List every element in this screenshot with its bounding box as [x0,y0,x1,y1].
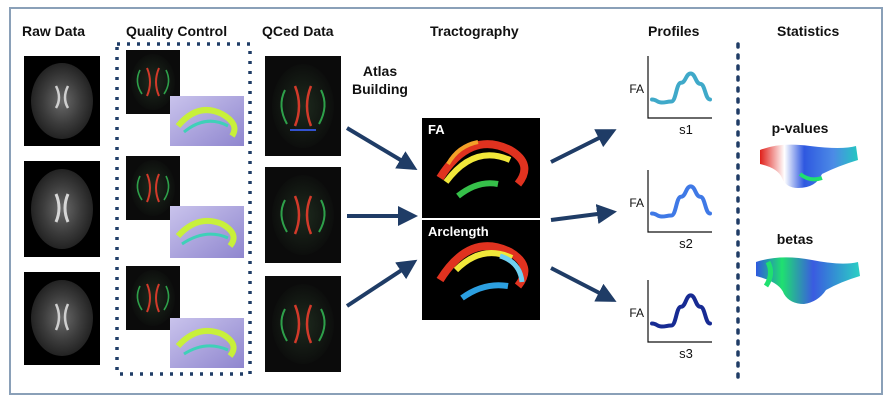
header-statistics: Statistics [777,23,839,39]
stats-tract-pvalues [760,144,858,188]
header-quality-control: Quality Control [126,23,227,39]
profile-y-label: FA [629,306,644,320]
raw-brain-1 [24,56,100,146]
tracto-label-arclength: Arclength [428,224,489,239]
profile-x-label: s1 [679,122,693,137]
atlas-label-line1: Atlas [363,63,397,79]
profile-y-label: FA [629,196,644,210]
tracto-panel-arclength [422,220,540,320]
arrow-out-2 [550,204,617,224]
profile-x-label: s3 [679,346,693,361]
outer-frame [9,7,883,395]
arrow-out-3 [550,266,617,302]
qc-tract-3 [170,318,244,368]
profile-curve [650,293,712,329]
qc-tract-1 [170,96,244,146]
stats-label-pvalues: p-values [772,120,829,136]
qc-dotted-box [115,42,252,376]
stats-tract-betas [756,257,860,304]
header-profiles: Profiles [648,23,700,39]
qced-brain-3 [265,276,341,372]
qc-brain-2 [126,156,180,220]
qced-brain-2 [265,167,341,263]
qced-brain-1 [265,56,341,156]
arrow-out-1 [550,129,617,164]
header-raw-data: Raw Data [22,23,85,39]
qc-tract-2 [170,206,244,258]
tracto-label-fa: FA [428,122,445,137]
raw-brain-2 [24,161,100,257]
profile-axes [647,56,712,119]
tracto-panel-fa [422,118,540,218]
profile-curve [650,71,712,105]
profile-y-label: FA [629,82,644,96]
stats-label-betas: betas [777,231,814,247]
header-tractography: Tractography [430,23,519,39]
arrow-in-1 [345,126,418,171]
profile-axes [647,280,712,343]
profile-axes [647,170,712,233]
arrow-in-3 [345,259,418,308]
raw-brain-3 [24,272,100,365]
profile-x-label: s2 [679,236,693,251]
atlas-label-line2: Building [352,81,408,97]
header-qced-data: QCed Data [262,23,334,39]
profile-curve [650,184,712,219]
